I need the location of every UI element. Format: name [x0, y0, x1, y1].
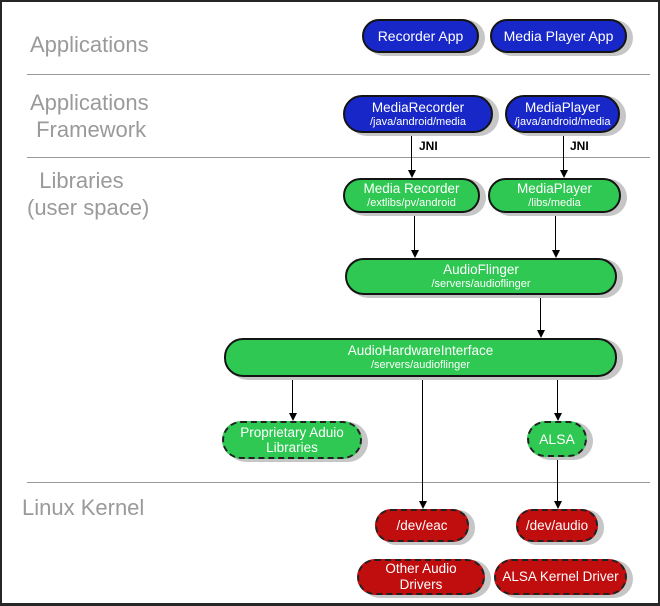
node-other-audio-drivers: Other Audio Drivers — [357, 559, 485, 595]
arrow-down-icon — [411, 250, 419, 258]
node-audioflinger: AudioFlinger /servers/audioflinger — [345, 258, 617, 295]
node-title: MediaRecorder — [371, 99, 465, 115]
arrow-down-icon — [537, 330, 545, 338]
arrow-down-icon — [560, 170, 568, 178]
node-title: ALSA — [539, 431, 575, 447]
node-title: Media Recorder — [363, 181, 460, 196]
node-mediarecorder-framework: MediaRecorder /java/android/media — [343, 95, 493, 133]
section-divider — [27, 482, 650, 483]
edge-ahi-proprietary — [292, 377, 293, 413]
node-title: /dev/audio — [525, 517, 589, 533]
node-alsa-kernel-driver: ALSA Kernel Driver — [494, 559, 627, 595]
node-dev-audio: /dev/audio — [516, 509, 598, 542]
node-title: /dev/eac — [396, 517, 448, 533]
node-media-recorder-library: Media Recorder /extlibs/pv/android — [343, 178, 480, 213]
node-subtitle: /extlibs/pv/android — [367, 197, 456, 209]
node-proprietary-audio-libraries: Proprietary Aduio Libraries — [222, 421, 362, 459]
node-subtitle: /java/android/media — [369, 115, 466, 128]
arrow-down-icon — [408, 170, 416, 178]
node-title: AudioHardwareInterface — [347, 343, 494, 358]
node-subtitle: /servers/audioflinger — [370, 359, 471, 371]
section-label-linux-kernel: Linux Kernel — [22, 495, 145, 520]
node-mediaplayer-library: MediaPlayer /libs/media — [488, 178, 621, 213]
node-recorder-app: Recorder App — [362, 19, 479, 53]
node-media-player-app: Media Player App — [490, 19, 627, 53]
node-alsa: ALSA — [527, 421, 587, 457]
node-audiohardwareinterface: AudioHardwareInterface /servers/audiofli… — [224, 338, 617, 377]
edge-mediaplayer-jni — [563, 133, 564, 170]
node-title: ALSA Kernel Driver — [502, 569, 619, 584]
node-subtitle: /libs/media — [528, 197, 581, 209]
edge-mediarecorder-jni — [411, 133, 412, 170]
node-title: MediaPlayer — [524, 99, 601, 115]
section-label-applications: Applications — [30, 32, 149, 57]
node-title: MediaPlayer — [516, 181, 593, 196]
edge-audioflinger-ahi — [540, 295, 541, 330]
edge-ahi-alsa — [557, 377, 558, 413]
node-title: AudioFlinger — [443, 262, 519, 277]
edge-alsa-dev-audio — [557, 457, 558, 501]
section-label-framework: Applications Framework — [30, 90, 149, 142]
section-divider — [27, 74, 650, 75]
node-dev-eac: /dev/eac — [375, 509, 469, 542]
section-divider — [27, 157, 650, 158]
arrow-down-icon — [554, 413, 562, 421]
arrow-down-icon — [554, 501, 562, 509]
node-title: Other Audio Drivers — [385, 561, 457, 592]
edge-mediarecorder-audioflinger — [414, 213, 415, 250]
edge-ahi-dev-eac — [422, 377, 423, 501]
section-label-libraries: Libraries (user space) — [27, 168, 150, 220]
arrow-down-icon — [552, 250, 560, 258]
jni-label-right: JNI — [570, 139, 589, 153]
node-title: Proprietary Aduio Libraries — [240, 425, 344, 455]
arrow-down-icon — [289, 413, 297, 421]
jni-label-left: JNI — [419, 139, 438, 153]
arrow-down-icon — [419, 501, 427, 509]
edge-mediaplayer-audioflinger — [555, 213, 556, 250]
node-mediaplayer-framework: MediaPlayer /java/android/media — [505, 95, 620, 133]
node-title: Recorder App — [377, 28, 464, 44]
node-title: Media Player App — [503, 28, 614, 44]
node-subtitle: /servers/audioflinger — [431, 278, 531, 290]
node-subtitle: /java/android/media — [514, 115, 611, 128]
